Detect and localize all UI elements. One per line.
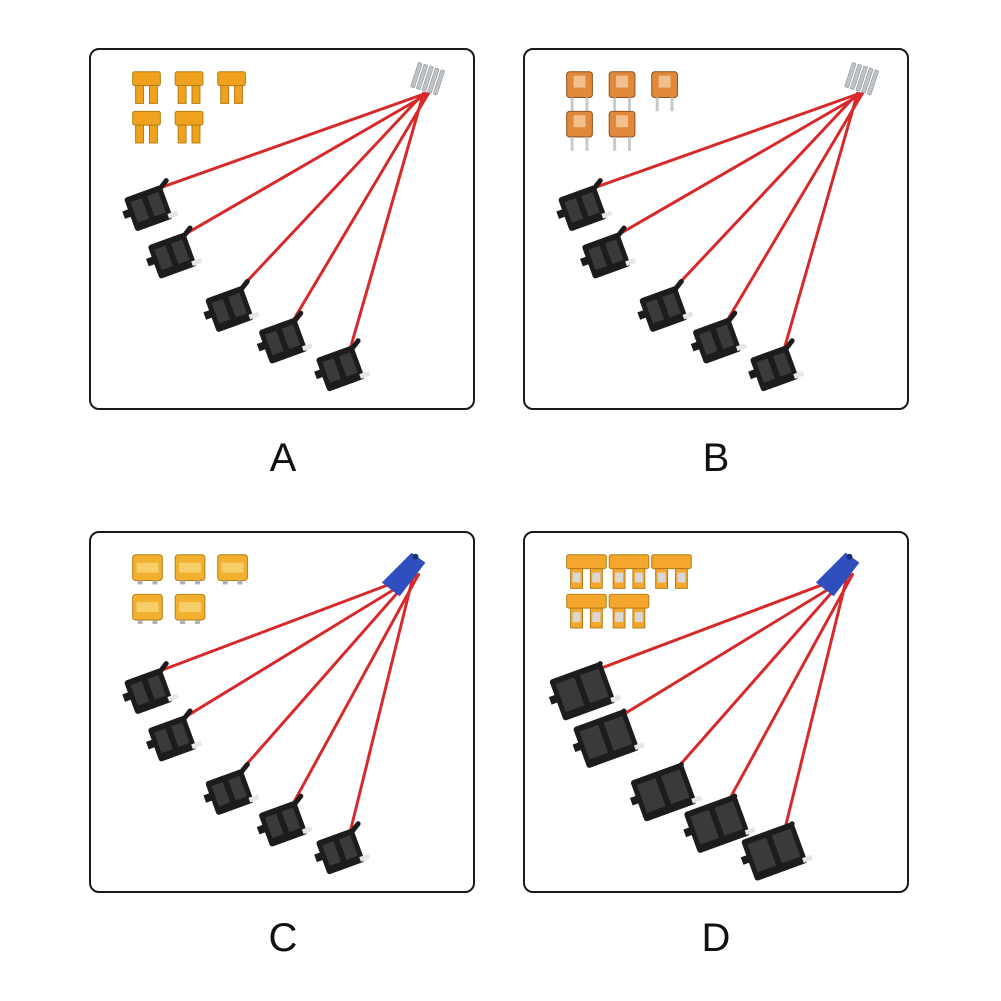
metal-terminal-icon (855, 65, 868, 92)
red-wire (156, 92, 427, 190)
variant-b-product-image (556, 62, 879, 392)
fuse-tap-holder (637, 286, 694, 332)
fuse-tap-holder (314, 345, 371, 392)
fuse-tap-holder (740, 822, 814, 881)
variant-d-label: D (701, 916, 731, 960)
variant-d-panel (523, 531, 909, 893)
metal-terminal-icon (850, 64, 862, 90)
red-wire (180, 92, 430, 238)
variant-d-product-image (548, 552, 860, 881)
fuse-tap-holder (256, 318, 313, 364)
red-wire (291, 92, 430, 323)
red-wire (614, 92, 864, 238)
fuse-tap-holder (548, 662, 622, 721)
spare-fuse-icon (132, 554, 163, 585)
red-wire (291, 573, 420, 806)
fuse-tap-holder (580, 233, 637, 279)
spare-fuse-icon (651, 71, 678, 112)
spare-fuse-icon (608, 593, 650, 629)
variant-c-panel (89, 531, 475, 893)
spare-fuse-icon (174, 554, 206, 585)
fuse-tap-holder (314, 828, 371, 875)
spare-fuse-icon (566, 554, 607, 589)
red-wire (671, 573, 850, 774)
spare-fuse-icon (132, 71, 161, 104)
red-wire (782, 573, 850, 834)
variant-a-panel (89, 48, 475, 410)
blue-terminal-icon (815, 552, 860, 597)
metal-terminal-icon (433, 69, 445, 96)
red-wire (782, 92, 859, 351)
spare-fuse-icon (174, 71, 204, 104)
variant-b-label: B (702, 436, 730, 480)
fuse-tap-holder (683, 794, 756, 853)
spare-fuse-icon (132, 593, 163, 624)
variant-c-label: C (268, 916, 298, 960)
spare-fuse-icon (608, 554, 650, 589)
fuse-tap-holder (203, 286, 260, 332)
variant-a-label: A (269, 436, 297, 480)
spare-fuse-icon (608, 110, 636, 151)
red-wire (180, 573, 420, 721)
spare-fuse-icon (217, 71, 246, 104)
spare-fuse-icon (566, 71, 593, 112)
metal-terminal-icon (861, 67, 874, 94)
red-wire (156, 573, 417, 673)
fuse-tap-holder (629, 763, 703, 822)
red-wire (671, 92, 859, 291)
fuse-tap-holder (748, 345, 805, 392)
metal-terminal-icon (844, 62, 857, 88)
red-wire (590, 573, 851, 673)
spare-fuse-icon (608, 71, 636, 112)
spare-fuse-icon (566, 593, 607, 629)
red-wire (614, 573, 854, 721)
spare-fuse-icon (651, 554, 692, 589)
red-wire (348, 573, 416, 834)
fuse-tap-holder (556, 185, 613, 231)
metal-terminal-icon (867, 69, 879, 96)
spare-fuse-icon (566, 110, 593, 151)
red-wire (348, 92, 425, 351)
fuse-tap-holder (122, 185, 179, 231)
spare-fuse-icon (174, 110, 204, 144)
fuse-tap-holder (146, 233, 203, 279)
red-wire (725, 92, 864, 323)
terminal-hole-icon (846, 553, 853, 560)
spare-fuse-icon (174, 593, 206, 624)
metal-terminal-icon (416, 64, 428, 90)
variant-a-product-image (122, 62, 445, 392)
metal-terminal-icon (421, 65, 434, 92)
variant-b-panel (523, 48, 909, 410)
red-wire (590, 92, 861, 190)
red-wire (237, 92, 425, 291)
metal-terminal-icon (410, 62, 423, 88)
red-wire (725, 573, 854, 806)
fuse-tap-holder (203, 769, 260, 815)
variant-c-product-image (122, 552, 426, 875)
fuse-tap-holder (122, 668, 179, 714)
terminal-hole-icon (412, 553, 419, 560)
spare-fuse-icon (217, 554, 248, 585)
spare-fuse-icon (132, 110, 161, 144)
fuse-tap-holder (256, 801, 313, 847)
red-wire (237, 573, 416, 774)
blue-terminal-icon (381, 552, 426, 597)
fuse-tap-holder (690, 318, 747, 364)
fuse-tap-holder (572, 709, 645, 768)
metal-terminal-icon (427, 67, 440, 94)
fuse-tap-holder (146, 716, 203, 762)
